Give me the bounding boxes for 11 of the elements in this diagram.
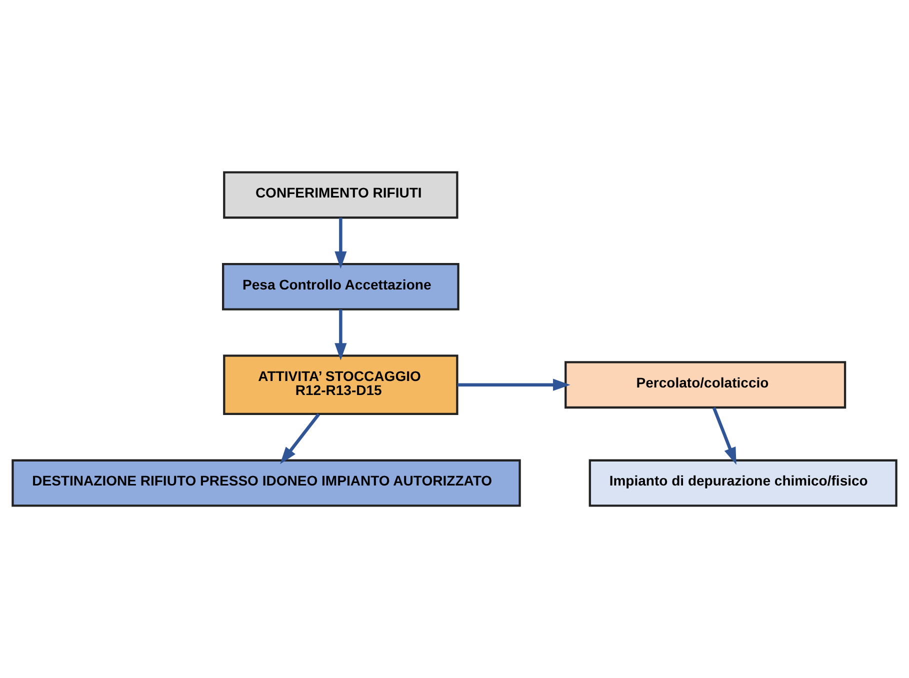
arrow: [334, 310, 347, 360]
node-box: CONFERIMENTO RIFIUTI: [223, 171, 458, 219]
node-box: Impianto di depurazione chimico/fisico: [588, 459, 898, 507]
node-box: Percolato/colaticcio: [564, 361, 846, 409]
arrow: [280, 413, 320, 464]
arrow: [712, 407, 736, 465]
arrow: [334, 218, 347, 269]
node-box: ATTIVITA’ STOCCAGGIO R12-R13-D15: [223, 354, 458, 416]
node-box: DESTINAZIONE RIFIUTO PRESSO IDONEO IMPIANTO AUTORIZZATO: [12, 459, 521, 507]
arrow: [458, 378, 570, 391]
node-box: Pesa Controllo Accettazione: [222, 262, 460, 310]
